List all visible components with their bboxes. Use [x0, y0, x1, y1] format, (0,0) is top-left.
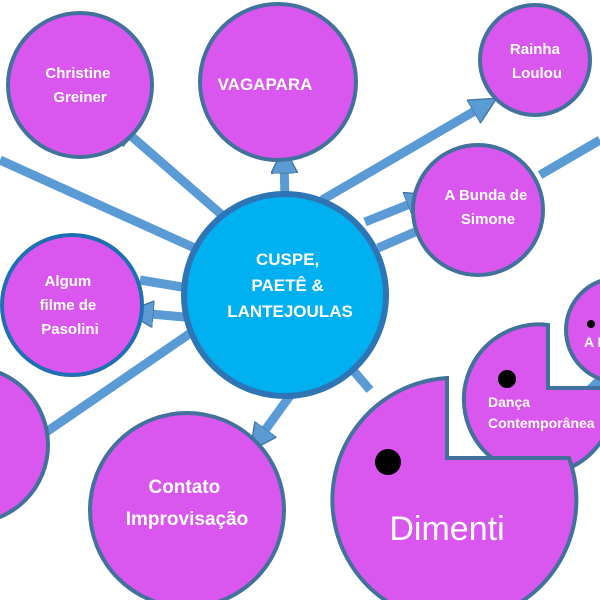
- node-contato[interactable]: [88, 411, 286, 600]
- center-node[interactable]: [181, 191, 389, 399]
- pasolini-label: Algum filme de Pasolini: [40, 273, 101, 338]
- bunda-label: A Bunda de Simone: [445, 187, 532, 228]
- node-ab[interactable]: [564, 278, 600, 382]
- node-dimenti[interactable]: [330, 375, 579, 600]
- node-rainha[interactable]: [478, 3, 592, 117]
- arrow-left-top: [0, 155, 212, 260]
- danca-eye-icon: [498, 370, 516, 388]
- node-pasolini[interactable]: [0, 233, 144, 377]
- node-vagapara[interactable]: [198, 2, 358, 162]
- node-danca[interactable]: [461, 322, 600, 477]
- arrow-left-bottom: [20, 326, 198, 450]
- node-christine[interactable]: [6, 11, 154, 159]
- christine-label: Christine Greiner: [45, 65, 114, 106]
- contato-label: Contato Improvisação: [126, 477, 249, 530]
- rainha-label: Rainha Loulou: [510, 41, 564, 82]
- arrow-rainha: [319, 105, 485, 204]
- ab-label: A B: [584, 334, 600, 350]
- vagapara-label: VAGAPARA: [218, 75, 313, 94]
- dimenti-label: Dimenti: [389, 510, 504, 548]
- arrow-bunda-line: [376, 227, 417, 253]
- dimenti-eye-icon: [375, 449, 401, 475]
- danca-label: Dança Contemporânea: [488, 394, 595, 431]
- node-left-partial[interactable]: [0, 367, 50, 523]
- center-label: CUSPE, PAETÊ & LANTEJOULAS: [227, 250, 353, 321]
- arrow-bunda: [363, 200, 420, 227]
- ab-eye-icon: [587, 320, 595, 328]
- arrow-christine: [122, 128, 233, 226]
- node-bunda[interactable]: [411, 143, 545, 277]
- line-right: [537, 136, 600, 179]
